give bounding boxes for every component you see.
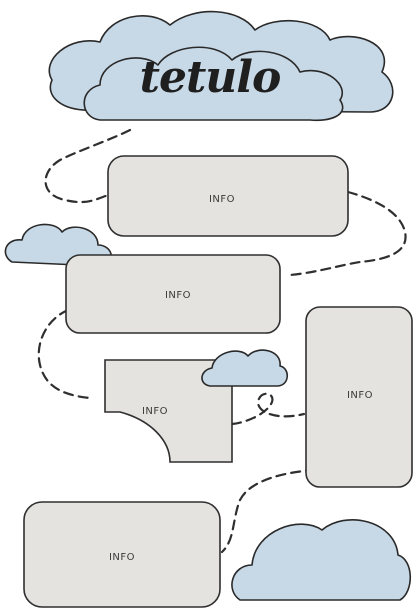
info-label-3: INFO <box>347 390 373 401</box>
large-cloud-bottom-right <box>231 519 411 601</box>
info-box-5: INFO <box>23 501 221 608</box>
small-cloud-middle <box>201 349 289 387</box>
info-label-4: INFO <box>142 406 168 417</box>
info-label-1: INFO <box>209 194 235 205</box>
info-box-2: INFO <box>65 254 281 334</box>
info-label-5: INFO <box>109 552 135 563</box>
info-label-2: INFO <box>165 290 191 301</box>
info-box-1: INFO <box>107 155 349 237</box>
info-box-4: INFO <box>104 359 233 463</box>
dashed-connectors <box>37 128 407 554</box>
title-cloud: tetulo <box>48 10 394 122</box>
info-box-3: INFO <box>305 306 413 488</box>
page-title: tetulo <box>140 52 281 103</box>
